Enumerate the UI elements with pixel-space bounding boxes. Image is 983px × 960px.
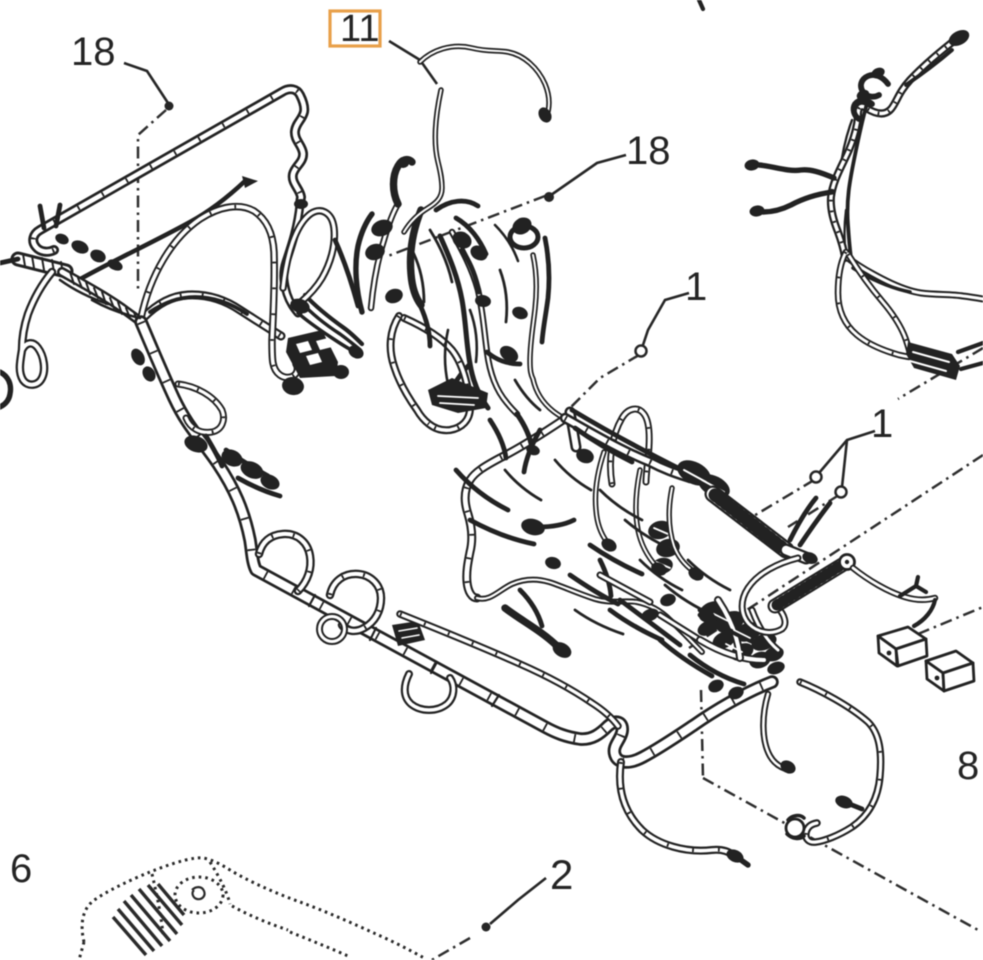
svg-text:2: 2 (550, 851, 573, 898)
svg-text:18: 18 (626, 129, 671, 173)
svg-text:1: 1 (871, 402, 893, 446)
svg-text:6: 6 (10, 847, 32, 891)
svg-text:8: 8 (957, 744, 979, 788)
svg-text:1: 1 (685, 265, 707, 309)
svg-text:11: 11 (340, 8, 379, 50)
svg-text:18: 18 (71, 30, 116, 74)
